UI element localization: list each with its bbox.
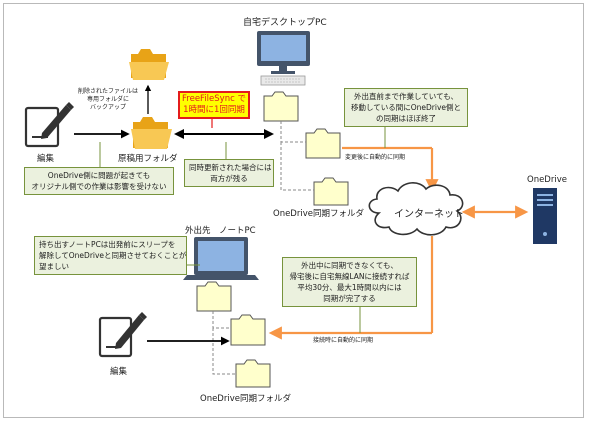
backup-folder-icon xyxy=(129,49,169,80)
note-sync-on-wifi: 外出中に同期できなくても、 帰宅後に自宅無線LANに接続すれば 平均30分、最大… xyxy=(282,257,417,307)
note-line: 移動している間にOneDrive側と xyxy=(350,103,462,112)
deleted-backup-line: 削除されたファイルは xyxy=(77,88,138,95)
note-line: 解除してOneDriveと同期させておくことが xyxy=(39,251,187,260)
auto-sync-on-connect-label: 接続時に自動的に同期 xyxy=(313,337,374,344)
desktop-pc-label: 自宅デスクトップPC xyxy=(243,18,327,28)
laptop-icon xyxy=(183,237,259,280)
deleted-backup-line: バックアップ xyxy=(89,104,126,111)
note-line: 両方が残る xyxy=(210,174,248,183)
onedrive-label: OneDrive xyxy=(527,175,567,185)
note-both-remain: 同時更新された場合には 両方が残る xyxy=(184,159,274,187)
note-line: 帰宅後に自宅無線LANに接続すれば xyxy=(289,272,410,281)
note-before-going-out: 外出直前まで作業していても、 移動している間にOneDrive側と の同期はほぼ… xyxy=(344,88,468,127)
onedrive-sync-folder-bottom-label: OneDrive同期フォルダ xyxy=(200,394,291,404)
edit-label-bottom: 編集 xyxy=(110,367,128,377)
top-sync-folders xyxy=(263,91,349,206)
note-laptop-sleep: 持ち出すノートPCは出発前にスリープを 解除してOneDriveと同期させておく… xyxy=(34,236,187,275)
freefilesync-line: FreeFileSync で xyxy=(182,94,246,104)
note-line: 外出中に同期できなくても、 xyxy=(301,261,398,270)
freefilesync-callout: FreeFileSync で 1時間に1回同期 xyxy=(178,91,250,119)
internet-label: インターネット xyxy=(394,209,464,220)
note-line: 望ましい xyxy=(39,262,69,271)
edit-document-icon xyxy=(24,102,74,148)
note-line: 持ち出すノートPCは出発前にスリープを xyxy=(39,240,176,249)
onedrive-sync-folder-top-label: OneDrive同期フォルダ xyxy=(273,209,364,219)
edit-document-icon-bottom xyxy=(98,312,147,358)
bottom-sync-folders xyxy=(196,281,271,388)
manuscript-folder-label: 原稿用フォルダ xyxy=(118,154,178,164)
deleted-backup-line: 専用フォルダに xyxy=(86,96,129,103)
manuscript-folder-icon xyxy=(131,117,172,149)
edit-label-top: 編集 xyxy=(37,154,55,164)
note-onedrive-issue: OneDrive側に問題が起きても オリジナル側での作業は影響を受けない xyxy=(24,167,174,195)
note-line: 外出直前まで作業していても、 xyxy=(354,92,458,101)
desktop-monitor-icon xyxy=(257,31,310,86)
note-line: 同期が完了する xyxy=(323,294,376,303)
note-line: オリジナル側での作業は影響を受けない xyxy=(31,182,167,191)
note-line: OneDrive側に問題が起きても xyxy=(47,171,151,180)
internet-cloud xyxy=(368,182,464,236)
onedrive-server-icon xyxy=(533,188,557,244)
deleted-backup-label: 削除されたファイルは 専用フォルダに バックアップ xyxy=(66,88,150,112)
note-line: 同時更新された場合には xyxy=(189,163,272,172)
note-line: 平均30分、最大1時間以内には xyxy=(297,283,402,292)
note-line: の同期はほぼ終了 xyxy=(376,114,436,123)
auto-sync-after-change-label: 変更後に自動的に同期 xyxy=(345,154,406,161)
freefilesync-line: 1時間に1回同期 xyxy=(183,105,245,115)
laptop-label: 外出先 ノートPC xyxy=(185,226,256,236)
